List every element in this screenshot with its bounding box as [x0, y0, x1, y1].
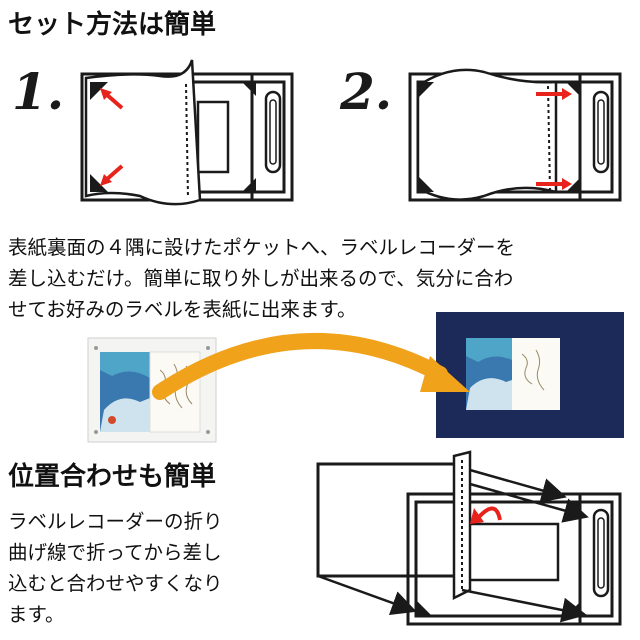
step2-album-diagram	[408, 68, 622, 202]
alignment-description: ラベルレコーダーの折り 曲げ線で折ってから差し 込むと合わせやすくなり ます。	[8, 506, 280, 630]
step1-corner-pockets	[90, 82, 256, 192]
setup-description-line-1: 表紙裏面の４隅に設けたポケットへ、ラベルレコーダーを	[8, 236, 516, 259]
heading-easy-setup: セット方法は簡単	[8, 10, 217, 40]
step2-red-arrows	[536, 88, 572, 190]
positioning-corner-pockets	[416, 502, 580, 616]
step1-red-arrows	[100, 88, 124, 186]
heading-easy-alignment: 位置合わせも簡単	[8, 462, 217, 492]
setup-description-line-2: 差し込むだけ。簡単に取り外しが出来るので、気分に合わ	[8, 267, 514, 290]
step1-album-diagram	[80, 59, 294, 206]
fold-red-arrow	[470, 506, 502, 524]
step-2-number: 2.	[340, 62, 393, 121]
step2-corner-pockets	[418, 82, 580, 192]
label-sheet-illustration	[87, 337, 217, 443]
alignment-description-line-2: 曲げ線で折ってから差し	[8, 541, 222, 564]
step-1-number: 1.	[12, 62, 65, 121]
setup-description-line-3: せてお好みのラベルを表紙に出来ます。	[8, 298, 357, 321]
setup-description: 表紙裏面の４隅に設けたポケットへ、ラベルレコーダーを 差し込むだけ。簡単に取り外…	[8, 232, 636, 325]
alignment-description-line-1: ラベルレコーダーの折り	[8, 510, 223, 533]
navy-album-cover	[436, 312, 624, 438]
alignment-description-line-4: ます。	[8, 603, 65, 626]
orange-curved-arrow	[152, 333, 470, 400]
positioning-diagram	[316, 450, 622, 626]
alignment-description-line-3: 込むと合わせやすくなり	[8, 572, 223, 595]
